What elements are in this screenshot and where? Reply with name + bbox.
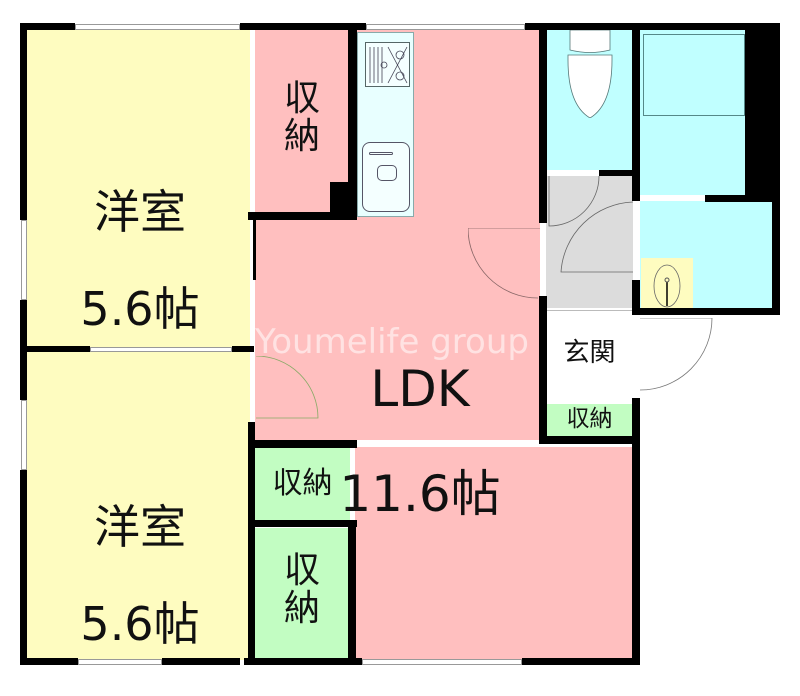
room-name: LDK bbox=[370, 359, 470, 418]
window bbox=[78, 659, 162, 665]
storage-mid-label: 収納 bbox=[272, 466, 333, 501]
bathtub-icon bbox=[643, 34, 745, 116]
window bbox=[366, 24, 525, 30]
entrance-door-swing-icon bbox=[640, 318, 713, 391]
ldk-lower bbox=[355, 447, 632, 660]
window bbox=[75, 24, 240, 30]
washroom-hall bbox=[546, 176, 633, 308]
room-size: 5.6帖 bbox=[80, 281, 200, 336]
room-name: 洋室 bbox=[94, 500, 186, 555]
room-size: 5.6帖 bbox=[80, 596, 200, 651]
storage-mid bbox=[255, 447, 350, 522]
window bbox=[21, 220, 27, 300]
western-room-1 bbox=[27, 30, 250, 350]
storage-bottom-label: 収 納 bbox=[283, 550, 320, 629]
sink-icon bbox=[362, 142, 410, 212]
room-name: 洋室 bbox=[94, 185, 186, 240]
toilet-icon bbox=[565, 29, 615, 119]
western-room-2-label: 洋室 5.6帖 bbox=[40, 455, 240, 696]
entrance bbox=[546, 310, 633, 404]
ldk-label: LDK 11.6帖 bbox=[300, 310, 540, 573]
room-size: 11.6帖 bbox=[339, 464, 501, 523]
storage-top-label: 収 納 bbox=[283, 78, 320, 157]
western-room-1-label: 洋室 5.6帖 bbox=[40, 140, 240, 381]
window bbox=[90, 347, 232, 352]
door-swing-icon bbox=[468, 228, 540, 299]
watermark: Youmelife group bbox=[255, 322, 529, 362]
bathroom bbox=[640, 30, 748, 195]
window bbox=[362, 659, 522, 665]
washbasin-icon bbox=[641, 258, 693, 308]
storage-entrance-label: 収納 bbox=[566, 406, 613, 432]
storage-bottom bbox=[255, 528, 350, 660]
entrance-label: 玄関 bbox=[563, 338, 616, 368]
stove-icon bbox=[365, 42, 410, 87]
storage-entrance bbox=[546, 404, 633, 440]
window bbox=[21, 400, 27, 470]
door-swing-icon bbox=[256, 356, 319, 419]
door-swing-icon bbox=[548, 176, 634, 273]
western-room-2 bbox=[27, 352, 250, 660]
